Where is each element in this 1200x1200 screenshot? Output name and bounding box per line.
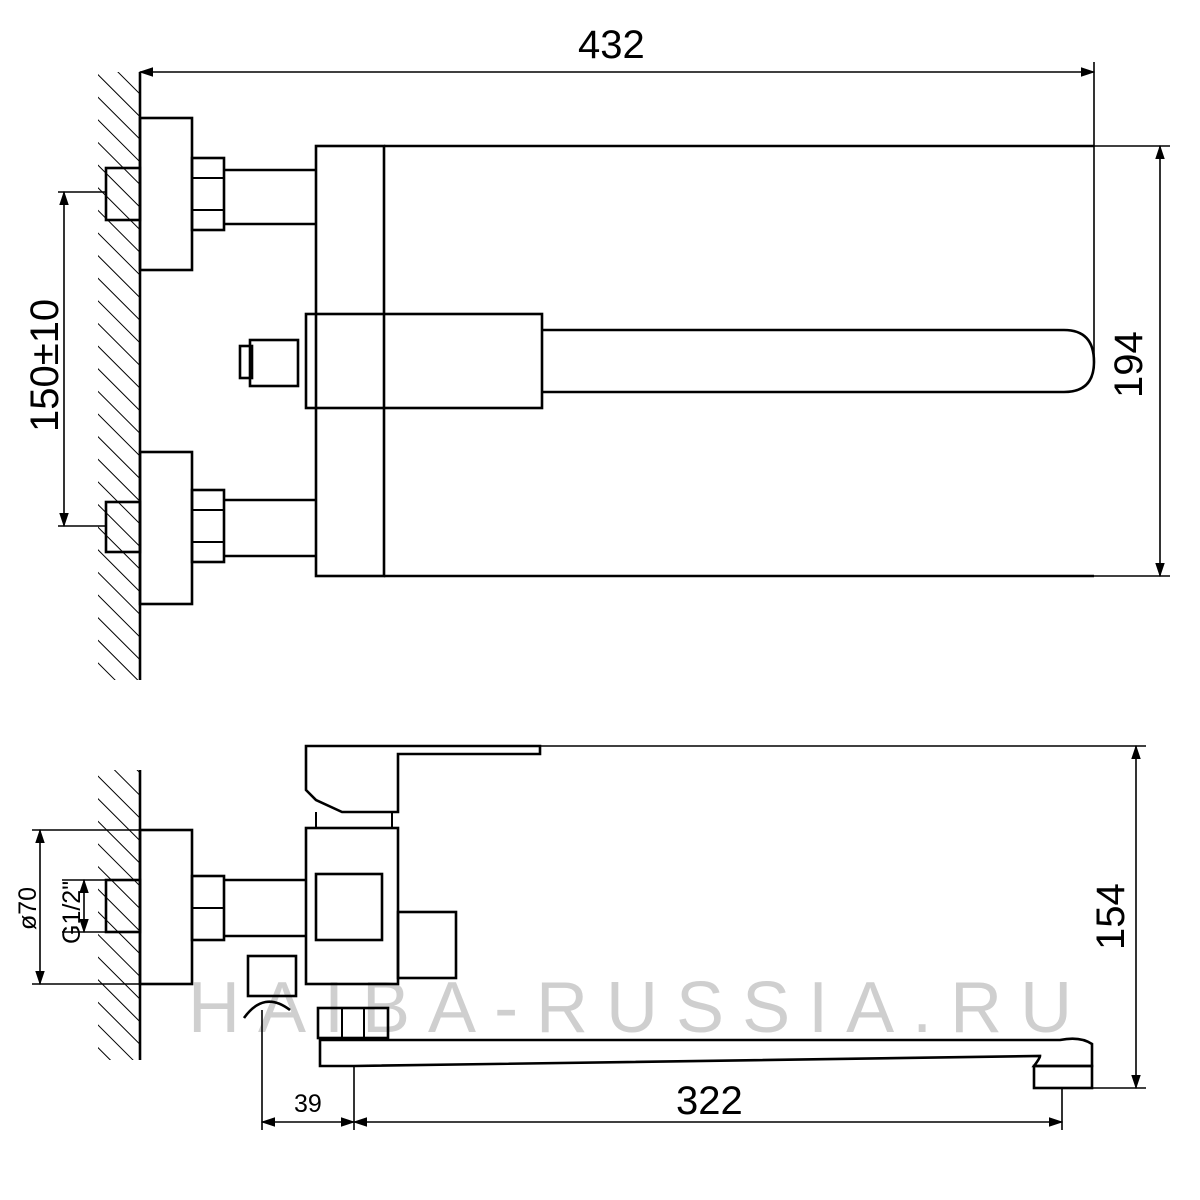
dim-label-154: 154 (1089, 883, 1133, 950)
diverter (242, 954, 390, 1040)
mixer-body-top (314, 144, 1094, 578)
dim-height-side: 154 (540, 744, 1146, 1090)
mixer-body-side (304, 744, 542, 986)
thread-label: G1/2" (58, 881, 86, 944)
wall-top (98, 72, 142, 680)
dim-label-70: ø70 (14, 887, 42, 930)
dim-label-322: 322 (676, 1079, 743, 1123)
dim-offset: 39 (260, 1010, 356, 1130)
dim-spout-reach: 322 (352, 1079, 1064, 1130)
dim-overall-length: 432 (138, 23, 1096, 362)
top-view: 432 194 150±10 (23, 23, 1170, 680)
wall-side (98, 770, 142, 1060)
dim-height-top: 194 (1094, 144, 1170, 578)
upper-inlet (104, 116, 316, 272)
dim-label-39: 39 (294, 1090, 322, 1118)
lever-top (238, 312, 1096, 410)
side-view: 154 ø70 G1/2" 39 322 (14, 744, 1146, 1130)
dim-label-150: 150±10 (23, 299, 67, 432)
dim-flange-diameter: ø70 (14, 828, 140, 986)
dim-label-432: 432 (578, 23, 645, 67)
lower-inlet (104, 450, 316, 606)
spout-side (318, 1037, 1094, 1090)
side-inlet (104, 828, 306, 986)
dim-label-194: 194 (1107, 331, 1151, 398)
dim-inlet-spacing: 150±10 (23, 190, 106, 528)
dim-thread: G1/2" (58, 878, 106, 944)
